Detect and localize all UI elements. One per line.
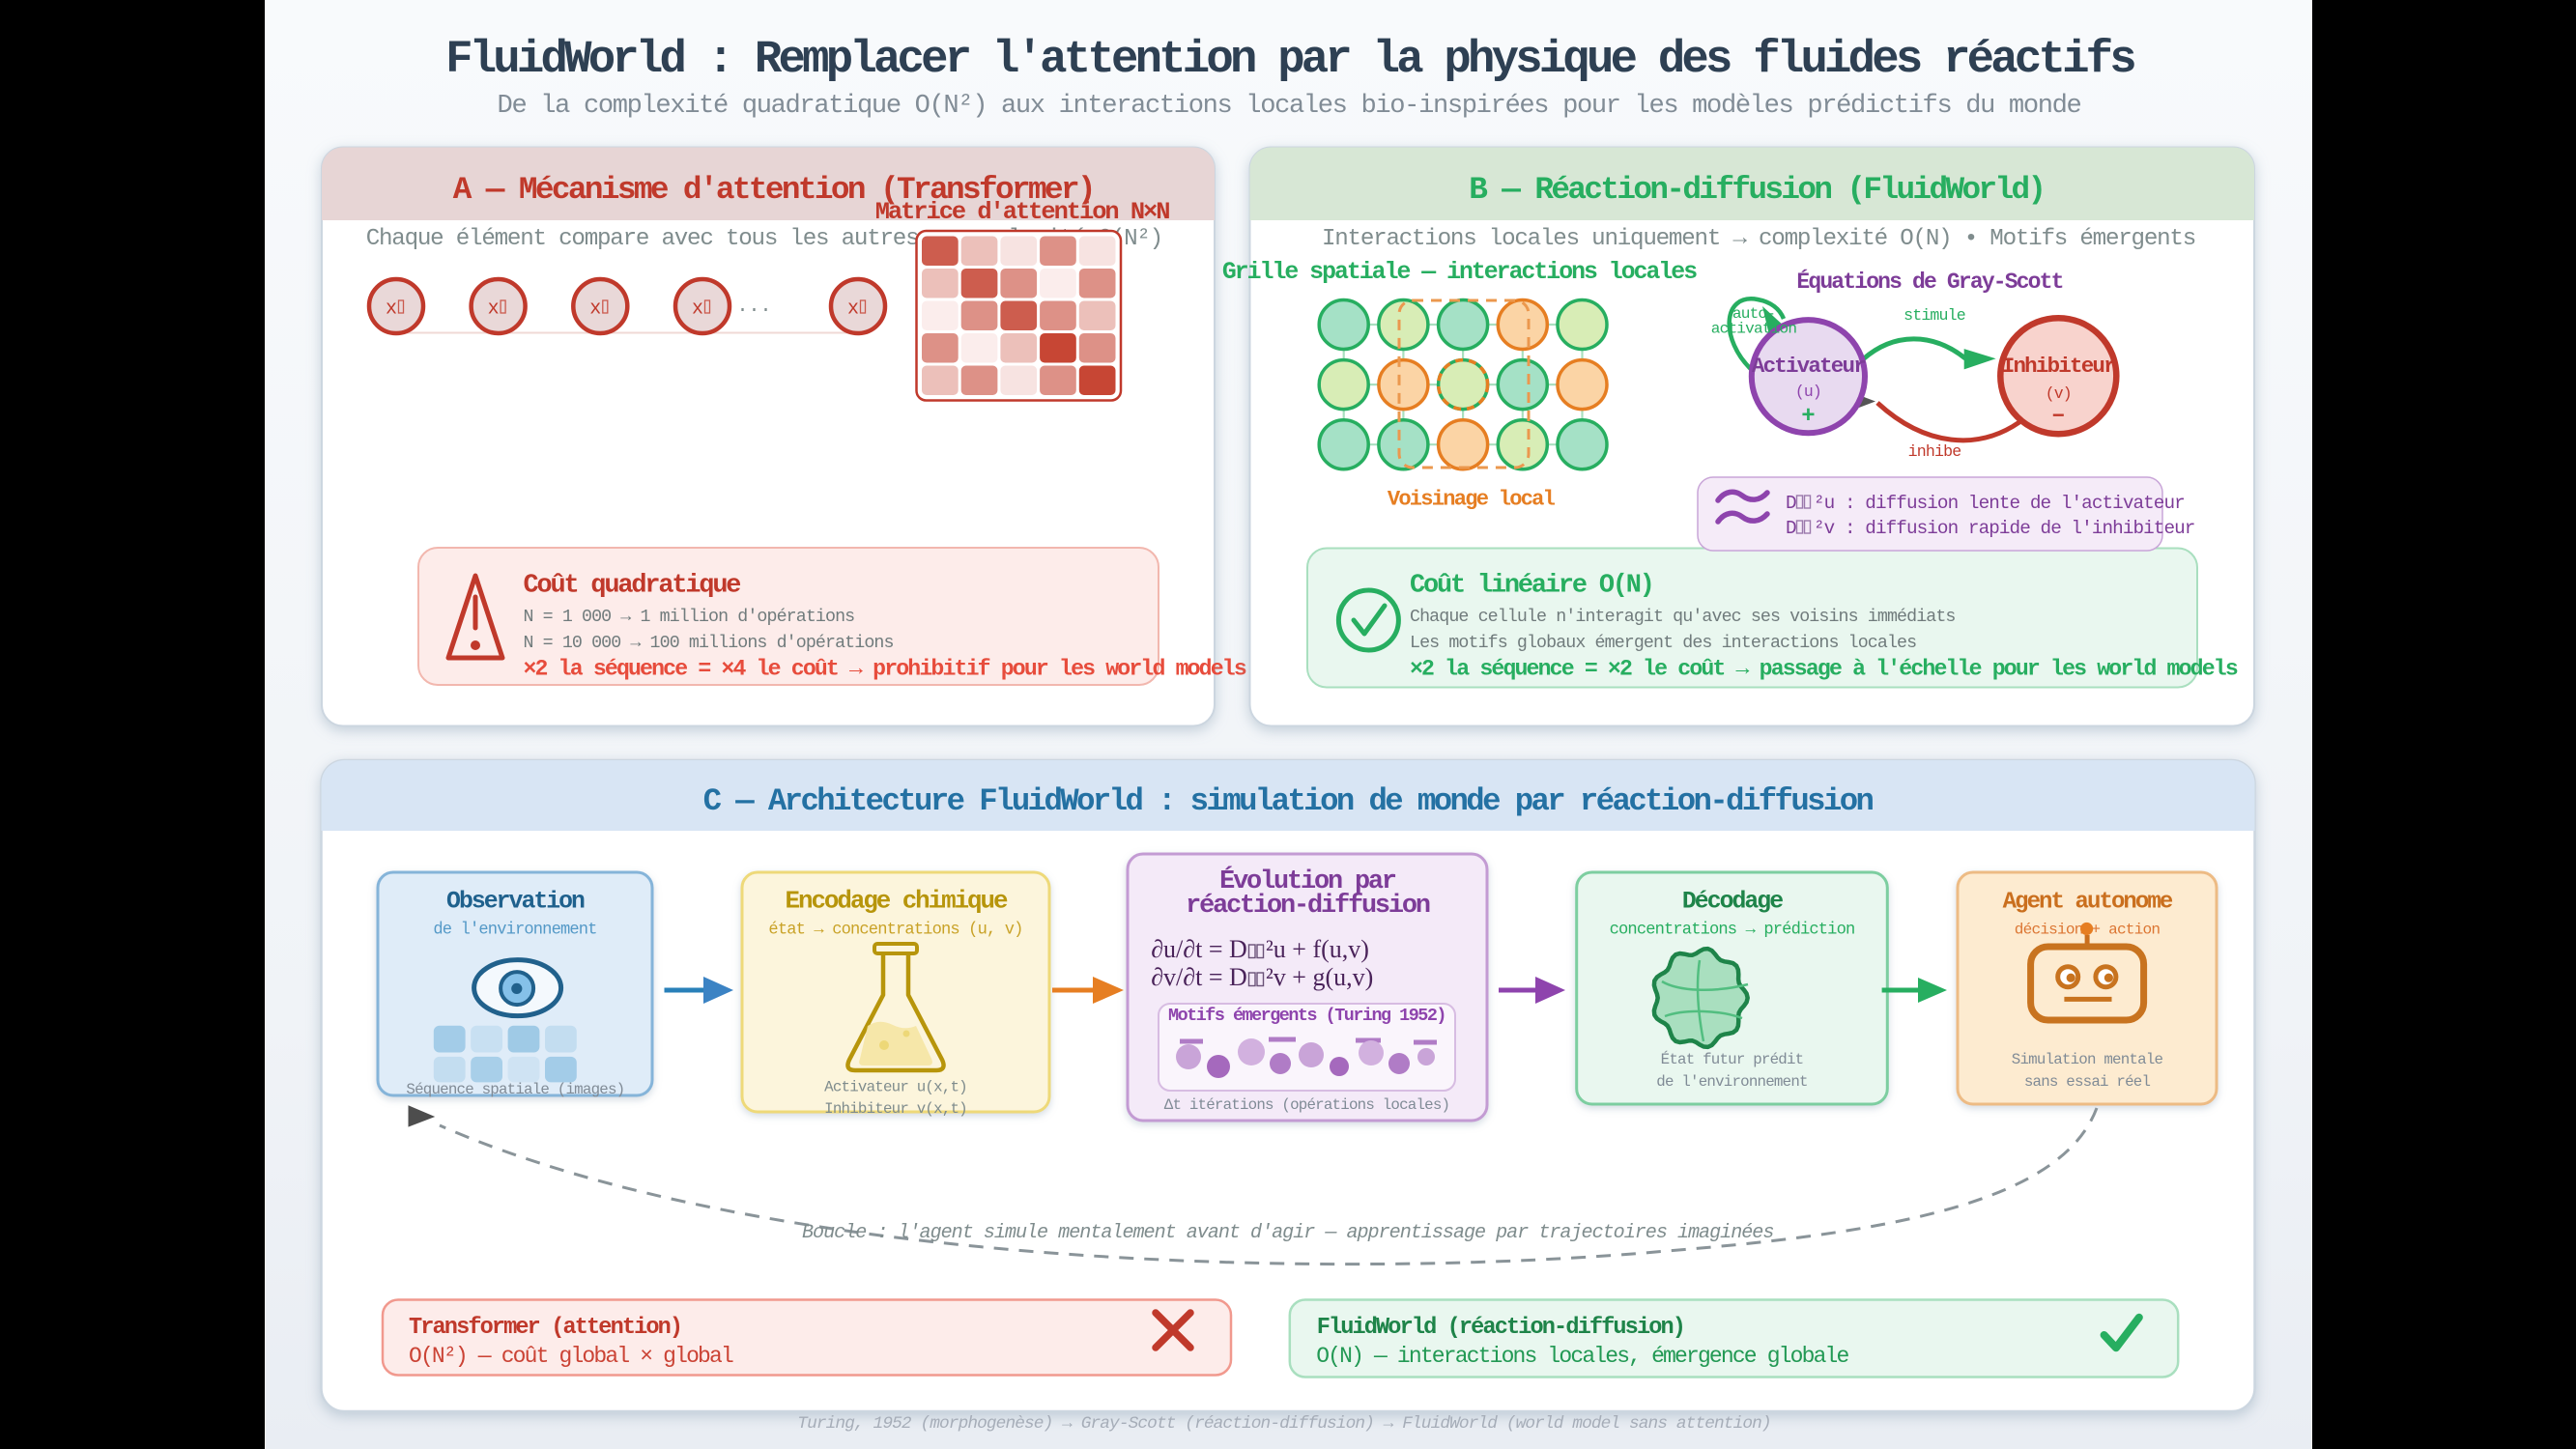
svg-text:Inhibiteur: Inhibiteur [2001,354,2114,379]
svg-text:inhibe: inhibe [1907,442,1961,461]
svg-text:x: x [589,298,601,321]
svg-text:Observation: Observation [446,889,585,916]
svg-text:Δt itérations (opérations loca: Δt itérations (opérations locales) [1163,1096,1448,1114]
svg-text:stimule: stimule [1903,306,1965,325]
svg-text:+: + [1801,404,1815,430]
svg-text:∂u/∂t = D: ∂u/∂t = D [1151,935,1247,963]
svg-text:(v): (v) [2045,384,2071,403]
svg-text:x: x [487,298,499,321]
svg-text:réaction-diffusion: réaction-diffusion [1186,892,1430,921]
svg-text:Activateur: Activateur [1751,354,1864,379]
svg-text:de l'environnement: de l'environnement [433,922,596,940]
svg-text:²v + g(u,v): ²v + g(u,v) [1266,963,1373,991]
svg-text:x: x [846,298,858,321]
svg-text:Simulation mentale: Simulation mentale [2011,1051,2162,1068]
svg-text:Inhibiteur v(x,t): Inhibiteur v(x,t) [824,1100,967,1118]
svg-text:C — Architecture FluidWorld :: C — Architecture FluidWorld : simulation… [702,783,1873,819]
svg-text:FluidWorld : Remplacer l'atten: FluidWorld : Remplacer l'attention par l… [445,35,2134,86]
svg-text:Turing, 1952 (morphogenèse) →: Turing, 1952 (morphogenèse) → Gray-Scott… [797,1414,1770,1434]
svg-text:Coût quadratique: Coût quadratique [523,572,740,601]
svg-text:Les motifs globaux émergent de: Les motifs globaux émergent des interact… [1410,634,1916,653]
svg-text:De la complexité quadratique O: De la complexité quadratique O(N²) aux i… [497,91,2080,121]
svg-text:×2 la séquence = ×2 le coût →: ×2 la séquence = ×2 le coût → passage à … [1410,657,2238,682]
svg-text:−: − [2051,405,2064,429]
svg-text:Matrice d'attention N×N: Matrice d'attention N×N [874,198,1169,226]
svg-text:de l'environnement: de l'environnement [1656,1073,1807,1091]
svg-text:Décodage: Décodage [1681,889,1782,916]
svg-text:Équations de Gray-Scott: Équations de Gray-Scott [1796,269,2062,295]
svg-text:Boucle : l'agent simule mental: Boucle : l'agent simule mentalement avan… [802,1222,1773,1244]
svg-text:N = 10 000 → 100 millions d'op: N = 10 000 → 100 millions d'opérations [523,634,893,653]
svg-text:∂v/∂t = D: ∂v/∂t = D [1151,963,1247,991]
svg-text:Transformer (attention): Transformer (attention) [409,1315,681,1341]
svg-text:D: D [1786,518,1796,539]
svg-text:Agent autonome: Agent autonome [2002,890,2172,916]
svg-text:auto-: auto- [1732,305,1774,323]
svg-text:O(N) — interactions locales, é: O(N) — interactions locales, émergence g… [1316,1344,1848,1369]
svg-text:État futur prédit: État futur prédit [1660,1050,1803,1068]
svg-text:x: x [385,298,396,321]
svg-text:D: D [1786,493,1796,514]
svg-text:Encodage chimique: Encodage chimique [785,887,1007,916]
svg-text:Évolution par: Évolution par [1219,866,1396,896]
svg-text:concentrations → prédiction: concentrations → prédiction [1609,922,1854,940]
svg-text:x: x [691,298,702,321]
svg-text:B — Réaction-diffusion (FluidW: B — Réaction-diffusion (FluidWorld) [1469,172,2044,208]
svg-text:Voisinage local: Voisinage local [1387,488,1555,512]
svg-text:activation: activation [1710,321,1796,338]
svg-text:Coût linéaire O(N): Coût linéaire O(N) [1410,572,1653,601]
svg-text:Séquence spatiale (images): Séquence spatiale (images) [406,1081,624,1098]
svg-text:sans essai réel: sans essai réel [2023,1073,2150,1091]
svg-text:...: ... [736,296,771,318]
svg-text:²v : diffusion rapide de l'inh: ²v : diffusion rapide de l'inhibiteur [1814,518,2194,539]
svg-text:A — Mécanisme d'attention (Tra: A — Mécanisme d'attention (Transformer) [452,172,1093,208]
svg-text:état → concentrations (u, v): état → concentrations (u, v) [768,922,1022,940]
svg-text:FluidWorld (réaction-diffusion: FluidWorld (réaction-diffusion) [1316,1315,1683,1341]
svg-text:Interactions locales uniquemen: Interactions locales uniquement → comple… [1321,226,2194,252]
svg-text:Chaque cellule n'interagit qu': Chaque cellule n'interagit qu'avec ses v… [1410,608,1956,627]
svg-text:Activateur u(x,t): Activateur u(x,t) [824,1079,967,1096]
svg-text:O(N²) — coût global × global: O(N²) — coût global × global [409,1344,733,1369]
svg-text:Motifs émergents (Turing 1952): Motifs émergents (Turing 1952) [1168,1006,1445,1026]
svg-text:×2 la séquence = ×4 le coût →: ×2 la séquence = ×4 le coût → prohibitif… [523,657,1245,682]
svg-text:²u + f(u,v): ²u + f(u,v) [1266,935,1369,963]
svg-text:²u : diffusion lente de l'acti: ²u : diffusion lente de l'activateur [1814,493,2185,514]
svg-text:Grille spatiale — interactions: Grille spatiale — interactions locales [1221,259,1696,286]
svg-text:N = 1 000 → 1 million d'opérat: N = 1 000 → 1 million d'opérations [523,608,854,627]
svg-text:(u): (u) [1794,383,1820,401]
